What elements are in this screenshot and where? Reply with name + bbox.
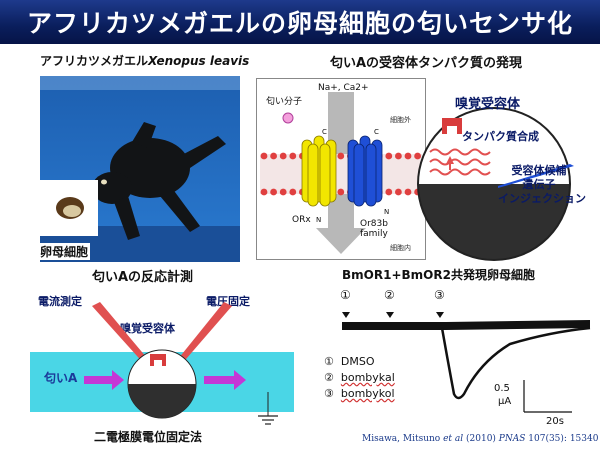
lipid-head xyxy=(279,188,287,196)
receptor-heading: 匂いAの受容体タンパク質の発現 xyxy=(330,56,523,71)
c-label-or83b: C xyxy=(374,128,379,136)
marker-3: ③ xyxy=(434,288,445,302)
lipid-head xyxy=(385,152,393,160)
orx-label: ORx xyxy=(292,215,311,225)
oocyte-cell-diagram xyxy=(417,107,574,261)
marker-1: ① xyxy=(340,288,351,302)
outside-label: 細胞外 xyxy=(390,115,411,124)
measurement-receptor-label: 嗅覚受容体 xyxy=(120,322,175,335)
stimulus-marker-2 xyxy=(386,312,394,318)
current-label: 電流測定 xyxy=(38,295,82,308)
lipid-head xyxy=(260,188,268,196)
reference-etal: et al xyxy=(443,434,464,444)
scale-current-unit: μA xyxy=(498,396,512,407)
trace-heading: BmOR1+BmOR2共発現卵母細胞 xyxy=(342,268,535,282)
injection-line-2: 遺伝子 xyxy=(522,178,556,191)
protein-synthesis-label: タンパク質合成 xyxy=(462,130,539,143)
legend-item-3: ③ bombykol xyxy=(324,386,395,402)
lipid-head xyxy=(337,152,345,160)
scale-current-value: 0.5 xyxy=(494,383,510,394)
measurement-heading: 匂いAの反応計測 xyxy=(92,270,194,285)
title-bar xyxy=(0,0,600,44)
reference-volume: 107(35): 15340 xyxy=(525,434,599,444)
frog-photo xyxy=(40,76,240,262)
lipid-head xyxy=(270,152,277,160)
reference: Misawa, Mitsuno et al (2010) PNAS 107(35… xyxy=(362,434,598,444)
legend-text: bombykol xyxy=(340,387,395,400)
legend-item-1: ① DMSO xyxy=(324,354,395,370)
or83b-label-2: family xyxy=(360,229,388,239)
lipid-head xyxy=(404,188,412,196)
lipid-head xyxy=(395,188,402,196)
lipid-head xyxy=(289,152,297,160)
receptor-diagram: 匂い分子 Na+, Ca2+ 細胞外 細胞内 C C N N ORx Or83b… xyxy=(256,78,426,260)
n-label-or83b: N xyxy=(384,208,389,216)
c-label-orx: C xyxy=(322,128,327,136)
page-title: アフリカツメガエルの卵母細胞の匂いセンサ化 xyxy=(26,9,573,38)
lipid-head xyxy=(395,152,402,160)
legend-num: ② xyxy=(324,371,334,384)
membrane xyxy=(260,154,422,194)
scale-time: 20s xyxy=(546,416,564,427)
injection-line-1: 受容体候補 xyxy=(511,164,567,177)
stimulus-marker-3 xyxy=(436,312,444,318)
stimulus-marker-1 xyxy=(342,312,350,318)
current-trace-plot xyxy=(342,312,591,413)
method-label: 二電極膜電位固定法 xyxy=(94,430,203,444)
two-electrode-diagram xyxy=(30,302,294,425)
reference-authors: Misawa, Mitsuno xyxy=(362,434,444,444)
frog-label-prefix: アフリカツメガエル xyxy=(40,54,149,68)
lipid-head xyxy=(414,152,421,160)
legend-text: bombykal xyxy=(340,371,395,384)
legend-item-2: ② bombykal xyxy=(324,370,395,386)
lipid-head xyxy=(404,152,412,160)
lipid-head xyxy=(385,188,393,196)
lipid-head xyxy=(279,152,287,160)
or83b-label-1: Or83b xyxy=(360,219,388,229)
lipid-head xyxy=(260,152,268,160)
reference-journal: PNAS xyxy=(498,434,526,444)
injection-line-3: インジェクション xyxy=(498,192,586,205)
ion-label: Na+, Ca2+ xyxy=(318,83,369,93)
reference-year: (2010) xyxy=(463,434,499,444)
n-label-orx: N xyxy=(316,216,321,224)
injection-label: 受容体候補 遺伝子 インジェクション xyxy=(498,164,586,206)
voltage-label: 電圧固定 xyxy=(206,295,250,308)
lipid-head xyxy=(270,188,277,196)
lipid-head xyxy=(289,188,297,196)
lipid-head xyxy=(337,188,345,196)
frog-species: Xenopus leavis xyxy=(148,54,250,68)
marker-2: ② xyxy=(384,288,395,302)
inside-label: 細胞内 xyxy=(390,243,411,252)
legend-num: ① xyxy=(324,355,334,368)
trace-legend: ① DMSO ② bombykal ③ bombykol xyxy=(324,354,395,402)
odor-a-label: 匂いA xyxy=(44,371,78,385)
odorant-label: 匂い分子 xyxy=(266,95,302,107)
cell-receptor-label: 嗅覚受容体 xyxy=(455,97,521,112)
legend-text: DMSO xyxy=(340,355,375,368)
frog-label: アフリカツメガエルXenopus leavis xyxy=(40,52,249,69)
oocyte-label: 卵母細胞 xyxy=(38,243,91,260)
legend-num: ③ xyxy=(324,387,334,400)
